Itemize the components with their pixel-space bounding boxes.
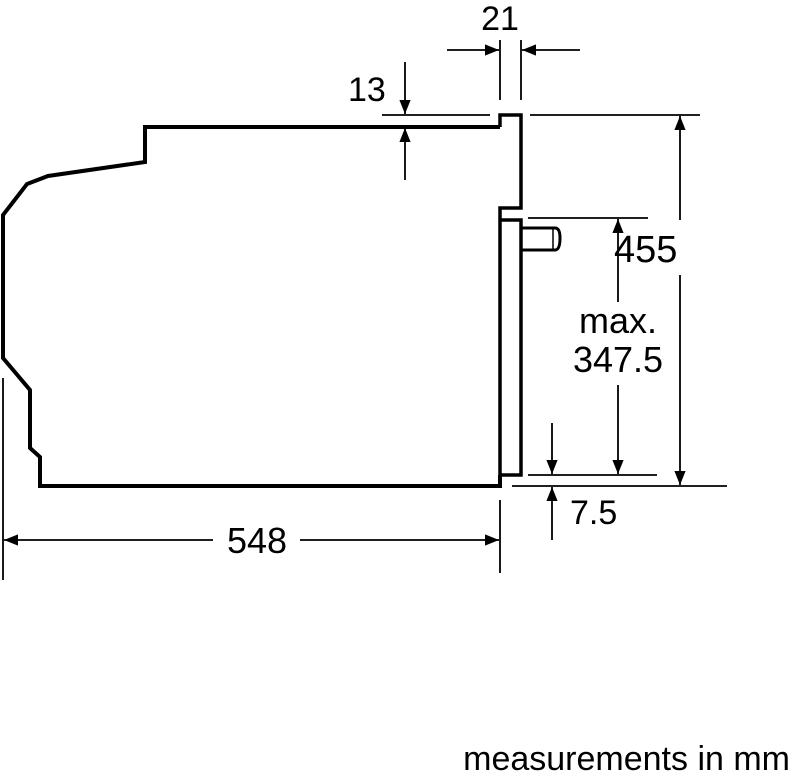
appliance-body-outline bbox=[0, 125, 502, 488]
dimension-depth bbox=[2, 378, 501, 580]
door-lower-panel bbox=[498, 218, 523, 477]
units-caption: measurements in mm bbox=[463, 740, 790, 778]
label-max-prefix: max. bbox=[579, 300, 657, 341]
door-handle bbox=[521, 226, 562, 252]
label-door-thickness: 21 bbox=[481, 0, 519, 38]
label-depth: 548 bbox=[227, 520, 287, 561]
label-height: 455 bbox=[614, 229, 677, 271]
dimension-top-gap bbox=[382, 62, 490, 180]
label-door-height: 347.5 bbox=[573, 339, 663, 380]
dimension-height bbox=[512, 114, 727, 487]
label-top-gap: 13 bbox=[348, 71, 386, 109]
door-upper-panel bbox=[498, 113, 523, 218]
dimension-door-thickness bbox=[447, 40, 580, 100]
dimension-door-height bbox=[528, 217, 657, 476]
label-bottom-gap: 7.5 bbox=[570, 494, 617, 532]
